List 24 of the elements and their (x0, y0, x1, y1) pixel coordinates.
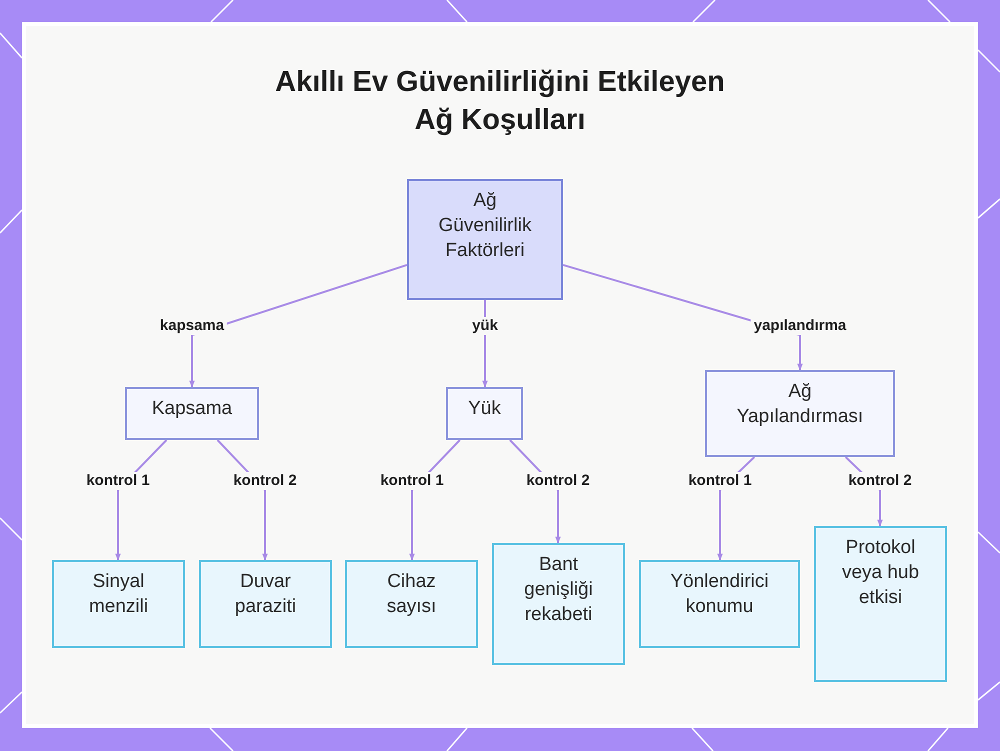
node-text: Cihaz sayısı (386, 570, 438, 619)
process-box (446, 387, 523, 440)
process-box (705, 370, 895, 457)
process-box (345, 560, 478, 648)
edge-label: yük (469, 317, 501, 335)
process-box (492, 543, 625, 665)
process-box (814, 526, 947, 682)
node-text: Ağ Yapılandırması (736, 380, 864, 429)
node-text: Sinyal menzili (88, 570, 150, 619)
node-text: Duvar paraziti (234, 570, 298, 619)
process-box (639, 560, 800, 648)
node-text: Bant genişliği rekabeti (523, 553, 594, 627)
node-text: Protokol veya hub etkisi (840, 536, 920, 610)
node-text: Ağ Güvenilirlik Faktörleri (438, 189, 532, 263)
process-box (407, 179, 563, 300)
title: Akıllı Ev Güvenilirliğini Etkileyen Ağ Koşulları (274, 65, 726, 138)
connector-arrow (189, 264, 408, 388)
node-text: Kapsama (152, 397, 232, 421)
process-box (125, 387, 259, 440)
process-box (199, 560, 332, 648)
node-text: Yönlendirici konumu (669, 570, 770, 619)
process-box (52, 560, 185, 648)
edge-label: yapılandırma (750, 317, 850, 335)
node-text: Yük (468, 397, 501, 421)
